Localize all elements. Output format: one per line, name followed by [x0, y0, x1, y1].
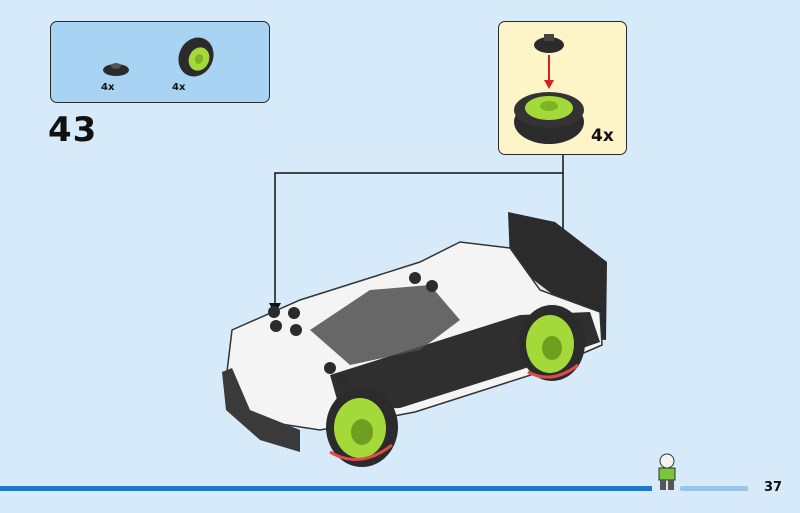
wheel-cap-part [103, 63, 129, 76]
parts-illustrations [103, 37, 214, 77]
wheel-cap-qty: 4x [101, 82, 115, 93]
red-arrow [544, 55, 554, 89]
studs [268, 272, 438, 386]
minifigure-mascot [658, 453, 676, 490]
tire-part [178, 37, 214, 77]
rear-wheel [519, 305, 585, 381]
windshield [310, 285, 460, 365]
submodel-illustration [514, 34, 584, 144]
parts-list-box: 4x 4x [50, 21, 270, 103]
cap-part [534, 34, 564, 53]
front-grille [222, 368, 300, 452]
page-number: 37 [764, 480, 783, 495]
submodel-qty: 4x [591, 126, 614, 146]
progress-bar-remaining [680, 486, 748, 491]
progress-bar [0, 486, 652, 491]
tire-qty: 4x [172, 82, 186, 93]
wheel-assembly [514, 92, 584, 144]
submodel-box: 4x [498, 21, 627, 155]
step-number: 43 [48, 110, 98, 150]
front-wheel [326, 387, 398, 467]
